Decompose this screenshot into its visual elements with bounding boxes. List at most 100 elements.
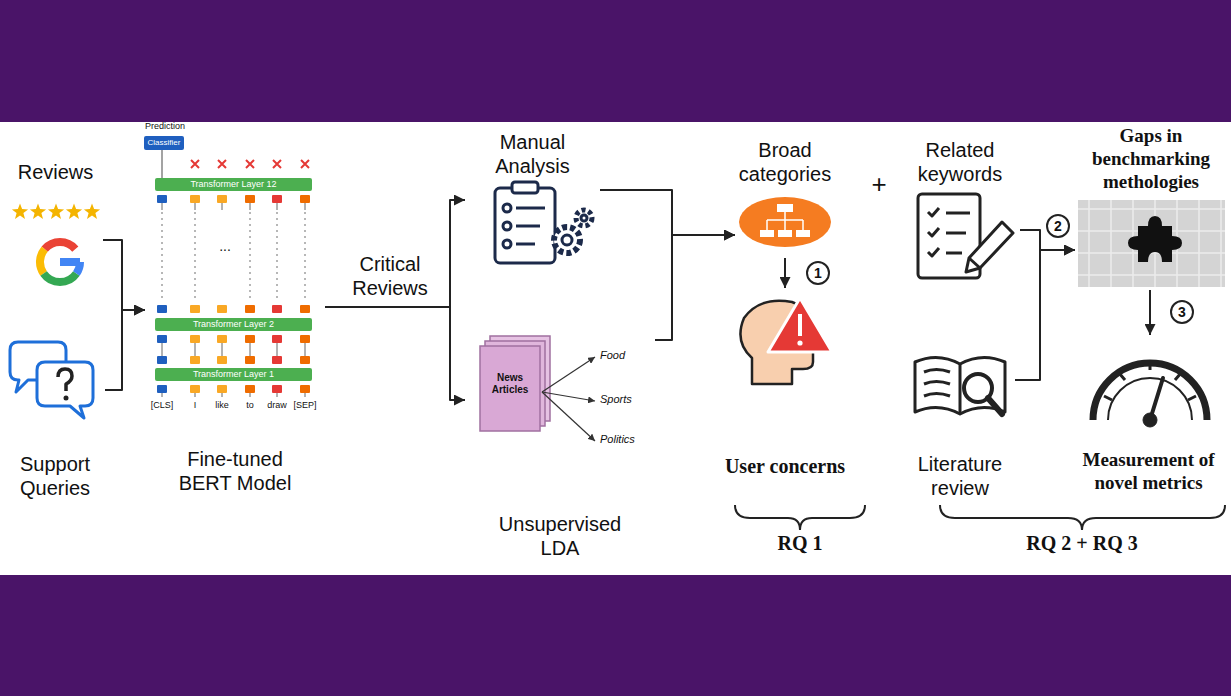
diagram-label: Politics <box>600 433 652 446</box>
bert-figure <box>249 212 250 300</box>
diagram-node: Support Queries <box>5 335 105 500</box>
diagram-label: Transformer Layer 2 <box>155 318 312 331</box>
google-logo <box>60 258 80 266</box>
bert-figure <box>157 356 167 364</box>
bert-figure <box>217 335 227 343</box>
keywords-icon <box>928 208 939 256</box>
diagram-node: Literature review <box>905 340 1015 500</box>
bert-figure <box>300 356 310 364</box>
rq-braces <box>940 505 1225 530</box>
manual-analysis-icon <box>516 208 545 244</box>
bert-figure <box>190 335 200 343</box>
rating-stars <box>48 204 64 219</box>
bert-figure <box>155 178 312 191</box>
connector <box>600 190 735 235</box>
bert-figure <box>245 305 255 313</box>
bert-figure <box>305 203 306 397</box>
diagram-label: Classifier <box>144 137 184 149</box>
speech-bubbles <box>10 342 93 418</box>
concern-head-icon <box>768 298 832 352</box>
bert-figure <box>190 385 200 393</box>
diagram-label: 3 <box>1171 303 1193 321</box>
callout-circles <box>807 215 1193 323</box>
topic-lines <box>542 392 595 441</box>
diagram-label: News Articles <box>482 372 538 395</box>
bert-figure <box>155 318 312 331</box>
google-logo <box>40 242 80 282</box>
manual-analysis-icon <box>554 227 580 253</box>
puzzle-image <box>1078 200 1225 287</box>
bert-figure <box>144 136 184 150</box>
node-label: User concerns <box>715 454 855 478</box>
connector <box>784 258 786 288</box>
bert-figure <box>272 385 282 393</box>
bert-figure <box>272 335 282 343</box>
bert-figure <box>157 385 167 393</box>
node-label: Gaps in benchmarking methologies <box>1081 125 1221 193</box>
concern-head-icon <box>740 298 832 384</box>
diagram-label: [CLS] <box>147 400 177 410</box>
bert-figure <box>300 195 310 203</box>
diagram-label: Food <box>600 349 652 362</box>
categories-icon <box>796 230 810 237</box>
connector <box>1149 290 1151 335</box>
node-label: Fine-tuned BERT Model <box>175 447 295 495</box>
gauge-icon <box>1093 363 1207 420</box>
bert-figure <box>157 305 167 313</box>
bert-figure <box>162 203 163 397</box>
rq-braces <box>735 505 1225 530</box>
bert-figure <box>190 356 200 364</box>
node-label: Support Queries <box>7 452 103 500</box>
literature-icon <box>924 364 960 414</box>
callout-circles <box>807 262 829 284</box>
bert-figure <box>245 356 255 364</box>
puzzle-image <box>1128 216 1182 262</box>
manual-analysis-icon <box>503 240 511 248</box>
categories-icon <box>767 212 803 230</box>
bert-figure <box>300 385 310 393</box>
bert-figure <box>222 203 223 397</box>
diagram-label: RQ 1 <box>760 532 840 555</box>
bert-figure <box>194 212 195 300</box>
bert-figure <box>195 203 196 397</box>
rating-stars <box>66 204 82 219</box>
bert-figure <box>272 305 282 313</box>
bottom-band <box>0 575 1231 696</box>
bert-figure <box>250 203 251 397</box>
google-logo <box>45 242 76 249</box>
bert-figure <box>272 356 282 364</box>
diagram-label: I <box>185 400 205 410</box>
literature-icon <box>915 357 1005 414</box>
bert-figure <box>304 212 305 300</box>
diagram-label: Transformer Layer 1 <box>155 368 312 381</box>
bert-figure <box>217 195 227 203</box>
topic-lines <box>542 357 595 392</box>
bert-figure <box>301 160 309 168</box>
diagram-node: Reviews <box>8 160 103 290</box>
diagram-node: Broad categories <box>735 138 835 258</box>
bottom-band <box>0 575 1231 696</box>
speech-bubbles <box>37 362 93 418</box>
diagram-label: Sports <box>600 393 652 406</box>
bert-figure <box>217 305 227 313</box>
news-articles-stack <box>480 346 540 431</box>
diagram-node: Measurement of novel metrics <box>1070 335 1227 495</box>
categories-icon <box>760 230 774 237</box>
bert-figure <box>218 160 226 168</box>
literature-icon <box>915 357 1005 414</box>
speech-bubbles <box>58 369 72 391</box>
diagram-label: 2 <box>1047 217 1069 235</box>
node-label: Unsupervised LDA <box>495 512 625 560</box>
rating-stars <box>12 204 100 219</box>
bert-figure <box>157 195 167 203</box>
bert-figure <box>300 335 310 343</box>
bert-figure <box>246 160 254 168</box>
bert-figure <box>277 203 278 397</box>
top-band <box>0 0 1231 122</box>
bert-figure <box>217 385 227 393</box>
diagram-label: + <box>866 170 892 200</box>
categories-icon <box>777 204 793 212</box>
connector <box>1020 230 1075 250</box>
connector <box>105 310 145 390</box>
